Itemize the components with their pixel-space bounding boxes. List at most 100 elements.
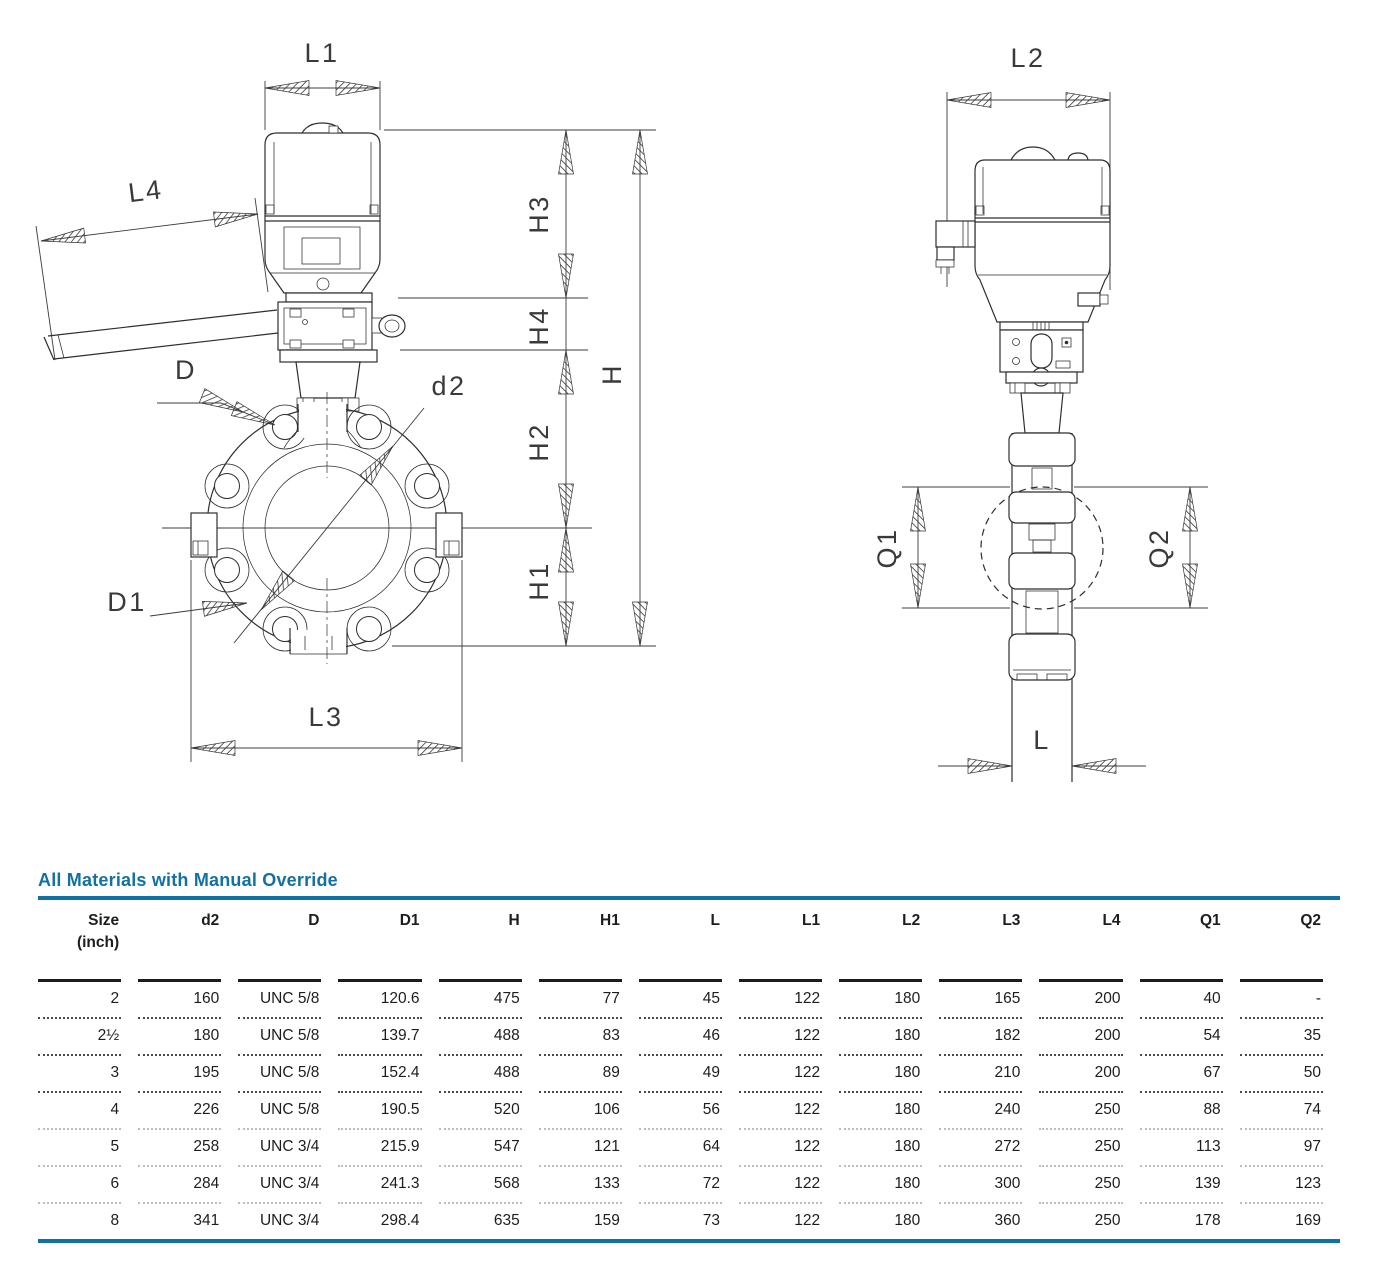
- table-cell: 298.4: [380, 1211, 420, 1229]
- dim-label-l: L: [1033, 725, 1051, 755]
- technical-drawing: L1 L4 D d2 D1 L3 H3 H4 H2 H1 H: [35, 38, 1208, 782]
- table-cell: 122: [794, 1211, 821, 1229]
- table-cell: 88: [1139, 1093, 1223, 1130]
- table-cell: 635: [493, 1211, 520, 1229]
- dim-label-q2: Q2: [1144, 527, 1174, 568]
- table-cell: 133: [538, 1167, 622, 1204]
- table-cell: 159: [593, 1211, 620, 1229]
- col-header-d1: D1: [338, 900, 422, 982]
- table-cell: 250: [1039, 1093, 1123, 1130]
- manual-override-lever: [43, 309, 279, 361]
- table-cell: 210: [939, 1056, 1023, 1093]
- electrical-connector: [935, 220, 976, 274]
- table-cell: 64: [638, 1130, 722, 1167]
- actuator-front: [264, 122, 381, 294]
- table-cell: 83: [538, 1019, 622, 1056]
- table-cell: 475: [438, 982, 522, 1019]
- table-cell: 49: [638, 1056, 722, 1093]
- air-port: [1077, 292, 1101, 307]
- table-cell: 50: [1239, 1056, 1323, 1093]
- dim-label-l4: L4: [127, 174, 165, 208]
- valve-disc-dashed: [980, 486, 1104, 610]
- table-cell: 122: [738, 1093, 823, 1130]
- table-cell: 169: [1295, 1211, 1321, 1229]
- table-cell: 226: [138, 1093, 222, 1130]
- side-view: L2 Q1 Q2 L: [872, 43, 1208, 782]
- table-cell: 568: [438, 1167, 522, 1204]
- table-cell: 250: [1094, 1211, 1121, 1229]
- col-header-l3: L3: [939, 900, 1023, 982]
- table-cell: 2: [38, 982, 122, 1019]
- dim-label-d1: D1: [107, 587, 147, 617]
- dim-label-h: H: [597, 363, 627, 385]
- table-cell: 74: [1239, 1093, 1323, 1130]
- actuator-side: [935, 146, 1111, 323]
- table-cell: 89: [538, 1056, 622, 1093]
- table-title: All Materials with Manual Override: [38, 870, 338, 890]
- table-cell: UNC 3/4: [259, 1211, 320, 1229]
- table-cell: -: [1239, 982, 1323, 1019]
- col-header-l: L: [638, 900, 722, 982]
- override-handle: [1030, 333, 1053, 369]
- dim-label-h1: H1: [524, 561, 554, 601]
- table-cell: 122: [738, 1019, 823, 1056]
- table-cell: 180: [839, 1130, 923, 1167]
- table-cell: 123: [1239, 1167, 1323, 1204]
- bolt-hole: [356, 414, 382, 440]
- title-rule: [38, 896, 1340, 900]
- table-cell: UNC 5/8: [238, 1019, 322, 1056]
- table-cell: 547: [438, 1130, 522, 1167]
- dim-label-d2: d2: [431, 371, 466, 401]
- table-cell: 180: [839, 1056, 923, 1093]
- table-cell: 54: [1139, 1019, 1223, 1056]
- table-cell: 45: [638, 982, 722, 1019]
- front-view: L1 L4 D d2 D1 L3 H3 H4 H2 H1 H: [35, 38, 656, 762]
- table-cell: 272: [939, 1130, 1023, 1167]
- table-cell: 180: [894, 1211, 921, 1229]
- table-cell: UNC 3/4: [238, 1130, 322, 1167]
- dim-label-h2: H2: [524, 422, 554, 462]
- table-cell: 241.3: [338, 1167, 422, 1204]
- table-cell: UNC 5/8: [238, 1093, 322, 1130]
- table-cell: 240: [939, 1093, 1023, 1130]
- table-cell: 180: [839, 1019, 923, 1056]
- table-cell: 4: [38, 1093, 122, 1130]
- col-header-l2: L2: [839, 900, 923, 982]
- table-cell: 106: [538, 1093, 622, 1130]
- table-cell: 200: [1039, 1056, 1123, 1093]
- table-cell: 160: [138, 982, 222, 1019]
- table-cell: 8: [110, 1211, 120, 1229]
- dim-label-d: D: [175, 355, 197, 385]
- table-cell: UNC 5/8: [238, 982, 322, 1019]
- table-cell: 40: [1139, 982, 1223, 1019]
- table-cell: 121: [538, 1130, 622, 1167]
- table-cell: 341: [193, 1211, 220, 1229]
- table-header: Size(inch) d2 D D1 H H1 L L1 L2 L3 L4 Q1…: [38, 900, 1323, 982]
- table-cell: 200: [1039, 1019, 1123, 1056]
- table-cell: 56: [638, 1093, 722, 1130]
- dim-label-l1: L1: [304, 38, 339, 68]
- bolt-hole: [214, 557, 240, 583]
- table-cell: 120.6: [338, 982, 422, 1019]
- table-cell: 250: [1039, 1167, 1123, 1204]
- table-cell: 122: [738, 1056, 823, 1093]
- col-header-q1: Q1: [1139, 900, 1223, 982]
- bolt-hole: [272, 414, 298, 440]
- table-cell: 6: [38, 1167, 122, 1204]
- col-header-h1: H1: [538, 900, 622, 982]
- table-cell: 182: [939, 1019, 1023, 1056]
- table-cell: 2½: [38, 1019, 122, 1056]
- table-cell: 122: [738, 1167, 823, 1204]
- dimensions-table: Size(inch) d2 D D1 H H1 L L1 L2 L3 L4 Q1…: [21, 900, 1340, 1239]
- table-cell: 122: [738, 1130, 823, 1167]
- table-cell: 258: [138, 1130, 222, 1167]
- bolt-hole: [414, 557, 440, 583]
